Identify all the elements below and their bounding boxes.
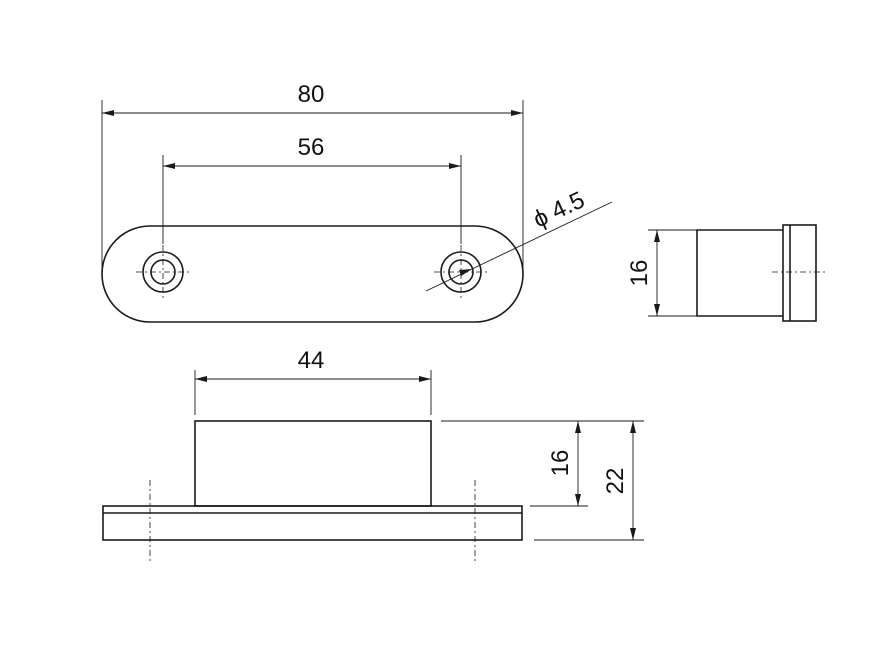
side-height-label: 16 bbox=[626, 260, 653, 287]
front-view-plate bbox=[102, 505, 523, 541]
overall-length-label: 80 bbox=[298, 81, 325, 108]
diameter-symbol: ϕ bbox=[529, 203, 553, 233]
body-width-label: 44 bbox=[298, 347, 325, 374]
dimension-side-height: 16 bbox=[626, 229, 697, 317]
dimension-hole-spacing: 56 bbox=[162, 134, 462, 244]
hole-diameter-callout: ϕ 4.5 bbox=[425, 186, 613, 292]
side-view-body bbox=[696, 229, 783, 317]
diameter-leader-line bbox=[425, 201, 613, 292]
front-view-body bbox=[194, 420, 432, 507]
side-view bbox=[696, 224, 826, 322]
top-view-plate-outline bbox=[101, 225, 524, 323]
body-height-label: 16 bbox=[547, 450, 574, 477]
dimension-overall-length: 80 bbox=[101, 81, 524, 272]
dimension-body-width: 44 bbox=[194, 347, 432, 415]
hole-diameter-label: 4.5 bbox=[547, 186, 589, 225]
dimension-body-height: 16 bbox=[441, 420, 644, 507]
hole-spacing-label: 56 bbox=[298, 134, 325, 161]
total-height-label: 22 bbox=[602, 468, 629, 495]
left-hole-outer bbox=[142, 251, 184, 293]
side-view-flange bbox=[782, 224, 817, 322]
front-view bbox=[102, 420, 523, 562]
top-view bbox=[101, 225, 524, 323]
dimension-total-height: 22 bbox=[534, 421, 644, 541]
